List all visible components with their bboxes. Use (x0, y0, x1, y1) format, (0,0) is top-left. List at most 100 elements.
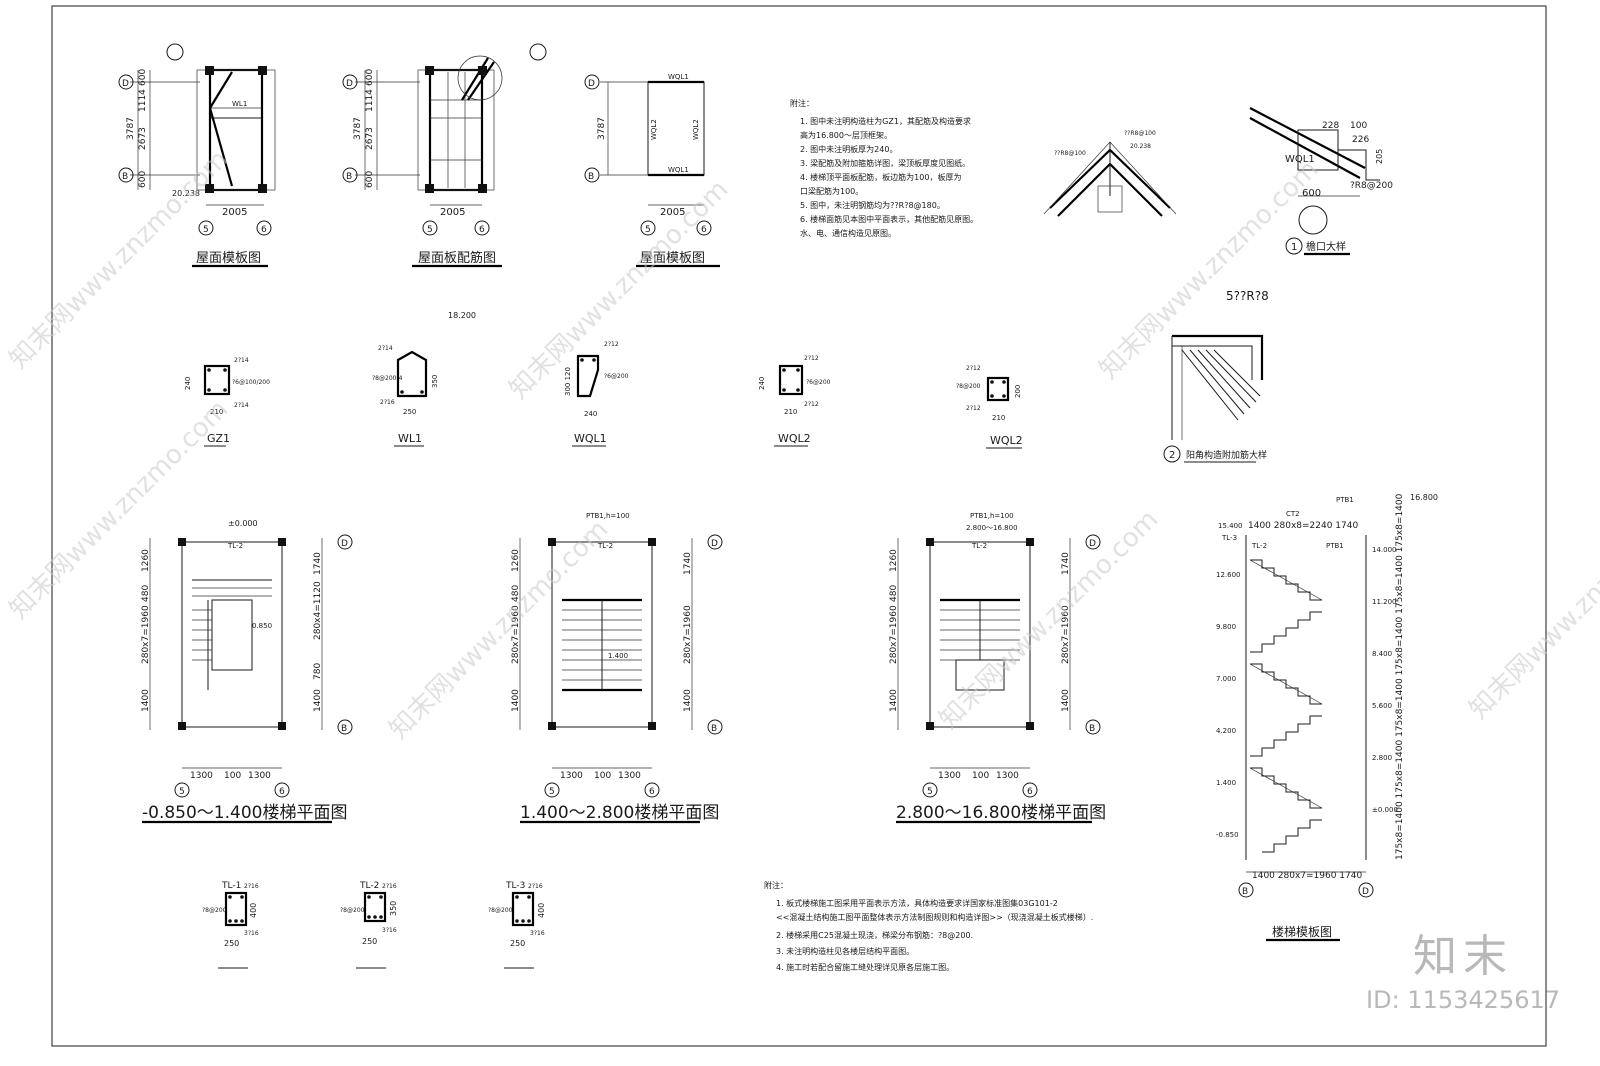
plan1-top-level: ±0.000 (228, 519, 258, 528)
tl2-side: ?8@200 (340, 907, 365, 914)
roof-formwork-plan-2: D B 3787 WQL1 WQL1 WQL2 WQL2 2005 5 6 屋面… (584, 73, 720, 268)
wql2a-top: 2?12 (804, 355, 819, 362)
tl1-h: 400 (249, 903, 258, 918)
grid-d-label-3: D (588, 79, 595, 89)
section-beam-tl2: TL-2 (1251, 542, 1267, 550)
beam-wl1: WL1 (232, 100, 247, 108)
corner-caption: 阳角构造附加筋大样 (1186, 449, 1267, 461)
plan1-rdim-1: 280x4=1120 (313, 581, 323, 640)
plan2-rdim-2: 1400 (683, 689, 693, 712)
eave-rebar: ?R8@200 (1350, 181, 1393, 191)
watermark-7: 知末网www.znzmo.com (1464, 494, 1600, 725)
stair-plan-2: PTB1,h=100 TL-2 1.400 1260 480 280x7=196… (511, 512, 723, 824)
section-level-r4: 2.800 (1372, 754, 1392, 762)
tl3-name: TL-3 (505, 881, 525, 891)
tl1-side: ?8@200 (202, 907, 227, 914)
plan2-grid-b: B (711, 724, 717, 734)
eave-dim-228: 228 (1322, 121, 1339, 131)
beam-wql2-right: WQL2 (692, 119, 700, 140)
dim-1114-2: 1114 (365, 89, 375, 112)
plan3-grid-5: 5 (927, 787, 933, 797)
section-level-l0: 12.600 (1216, 571, 1241, 579)
beam-wql2-left: WQL2 (650, 119, 658, 140)
wql1-w: 240 (584, 410, 597, 418)
tl3-top: 2?16 (528, 883, 543, 890)
wql1-name: WQL1 (574, 432, 607, 445)
notes1-item-7: 6. 楼梯面筋见本图中平面表示，其他配筋见原图。 (800, 214, 978, 224)
plan2-ldim-0: 1260 (511, 549, 521, 572)
tl3-w: 250 (510, 939, 525, 948)
notes2-item-3: 3. 未注明构造柱见各楼层结构平面图。 (776, 946, 914, 956)
section-wql2-b: 2?12 ?8@200 2?12 200 210 WQL2 (956, 365, 1023, 449)
plan1-grid-d: D (341, 539, 348, 549)
plan1-rdim-3: 1400 (313, 689, 323, 712)
notes1-item-8: 水、电、通信构造见原图。 (800, 228, 896, 238)
plan1-ldim-0: 1260 (141, 549, 151, 572)
section-level-r5: ±0.000 (1372, 806, 1398, 814)
plan1-bdim-0: 1300 (190, 771, 213, 781)
plan3-rdim-1: 280x7=1960 (1061, 605, 1071, 664)
plan1-bdim-1: 100 (224, 771, 241, 781)
section-ct2: CT2 (1286, 510, 1300, 518)
ridge-level: 20.238 (1130, 143, 1151, 150)
eave-dim-205: 205 (1375, 149, 1384, 164)
grid-d-label: D (122, 79, 129, 89)
plan3-grid-d: D (1089, 539, 1096, 549)
corner-rebar-detail: 5??R?8 2 阳角构造附加筋大样 (1163, 289, 1269, 463)
grid-6-label-3: 6 (701, 225, 707, 235)
wql2b-w: 210 (992, 414, 1005, 422)
plan3-bdim-1: 100 (972, 771, 989, 781)
section-level-top: 16.800 (1410, 493, 1438, 502)
dim-3787-3: 3787 (597, 117, 607, 140)
dim-2005: 2005 (222, 207, 247, 218)
wl1-name: WL1 (398, 432, 422, 445)
roof-formwork-plan-1: D B 600 1114 3787 2673 600 WL1 20.238 20… (118, 43, 276, 268)
plan3-title: 2.800～16.800楼梯平面图 (896, 803, 1106, 823)
plan1-grid-6: 6 (279, 787, 285, 797)
plan3-rdim-0: 1740 (1061, 552, 1071, 575)
plan1-beam: TL-2 (227, 542, 243, 550)
plan2-title: 1.400～2.800楼梯平面图 (520, 803, 719, 823)
roof-level-note: 18.200 (448, 311, 476, 320)
section-level-l2: 7.000 (1216, 675, 1236, 683)
gz1-w: 210 (210, 408, 223, 416)
gz1-bottom: 2?14 (234, 402, 249, 409)
eave-dim-226: 226 (1352, 135, 1369, 145)
plan2-ldim-2: 280x7=1960 (511, 605, 521, 664)
notes2-item-1: <<混凝土结构施工图平面整体表示方法制图规则和构造详图>>（现浇混凝土板式楼梯）… (776, 912, 1093, 922)
grid-b-label-3: B (588, 172, 594, 182)
eave-caption-number: 1 (1291, 242, 1297, 253)
section-beam-ptb1: PTB1 (1326, 542, 1344, 550)
wl1-top: 2?14 (378, 345, 393, 352)
general-notes-1: 附注： 1. 图中未注明构造柱为GZ1，其配筋及构造要求 高为16.800～层顶… (790, 98, 978, 238)
plan2-grid-6: 6 (649, 787, 655, 797)
beam-wql1-top: WQL1 (668, 73, 689, 81)
wql2b-h: 200 (1014, 385, 1022, 398)
wql2b-name: WQL2 (990, 434, 1023, 447)
plan1-ldim-2: 280x7=1960 (141, 605, 151, 664)
wql2a-name: WQL2 (778, 432, 811, 445)
section-beam-tl3: TL-3 (1221, 534, 1237, 542)
eave-detail: 228 100 226 WQL1 205 ?R8@200 600 1 檐口大样 (1249, 107, 1393, 256)
notes2-heading: 附注： (764, 880, 788, 890)
notes2-item-0: 1. 板式楼梯施工图采用平面表示方法，具体构造要求详国家标准图集03G101-2 (776, 898, 1058, 908)
eave-caption: 檐口大样 (1306, 240, 1346, 253)
section-title: 楼梯模板图 (1272, 924, 1332, 939)
notes1-item-5: 口梁配筋为100。 (800, 186, 863, 196)
grid-b-label-2: B (346, 172, 352, 182)
tl2-bottom: 3?16 (382, 927, 397, 934)
section-wql2-a: 2?12 ?6@200 2?12 240 210 WQL2 (758, 355, 831, 447)
wql2a-bottom: 2?12 (804, 401, 819, 408)
wql1-h: 300 120 (564, 367, 572, 396)
wl1-side: ?8@200-4 (372, 375, 403, 382)
section-tl2: TL-2 2?16 ?8@200 3?16 350 250 (340, 881, 398, 969)
plan2-level: 1.400 (608, 652, 628, 660)
plan3-level: 2.800～16.800 (966, 524, 1018, 532)
roof-reinforcement-plan: D B 600 1114 3787 2673 600 2005 5 6 屋面板配… (342, 43, 547, 268)
section-grid-d: D (1362, 887, 1369, 897)
grid-6-label-2: 6 (479, 225, 485, 235)
gz1-h: 240 (184, 377, 192, 390)
dim-600b-2: 600 (365, 171, 375, 188)
dim-3787-2: 3787 (353, 117, 363, 140)
